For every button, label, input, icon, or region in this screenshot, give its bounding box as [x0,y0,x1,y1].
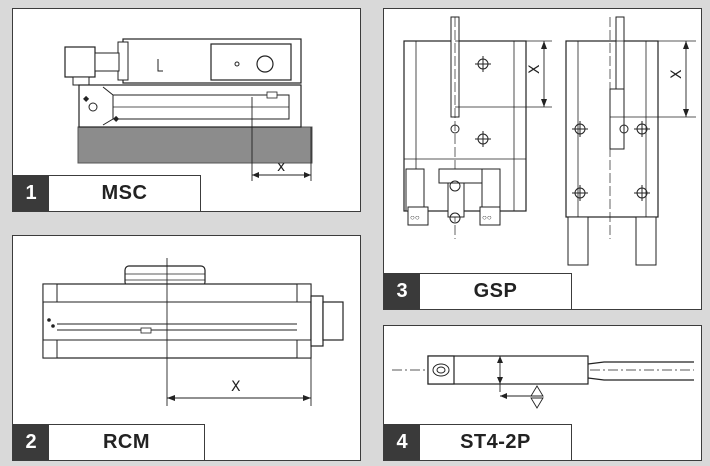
svg-text:○○: ○○ [410,213,420,222]
panel-gsp: ○○ ○○ X X 3 GSP [383,8,702,310]
gsp-right-dimension-label: X [669,69,685,79]
st4-2p-sensor-drawing [392,355,694,409]
msc-number: 1 [13,175,49,211]
msc-label: 1 MSC [13,175,201,211]
gsp-left-dimension-label: X [527,64,543,74]
gsp-name: GSP [420,273,572,309]
svg-text:◆: ◆ [113,114,120,123]
rcm-dimension-label: X [231,379,241,395]
rcm-name: RCM [49,424,205,460]
panel-msc: ◆ ◆ x 1 MSC [12,8,361,212]
panel-rcm: X 2 RCM [12,235,361,461]
svg-text:○○: ○○ [482,213,492,222]
svg-text:◆: ◆ [83,94,90,103]
msc-name: MSC [49,175,201,211]
panel-st4-2p: 4 ST4-2P [383,325,702,461]
gsp-number: 3 [384,273,420,309]
rcm-cylinder-drawing: X [42,258,344,406]
st4-2p-name: ST4-2P [420,424,572,460]
rcm-number: 2 [13,424,49,460]
msc-dimension-label: x [277,159,285,175]
st4-2p-label: 4 ST4-2P [384,424,572,460]
gsp-gripper-drawing: ○○ ○○ X X [403,16,696,266]
gsp-label: 3 GSP [384,273,572,309]
msc-slide-drawing: ◆ ◆ x [64,38,313,181]
st4-2p-number: 4 [384,424,420,460]
rcm-label: 2 RCM [13,424,205,460]
